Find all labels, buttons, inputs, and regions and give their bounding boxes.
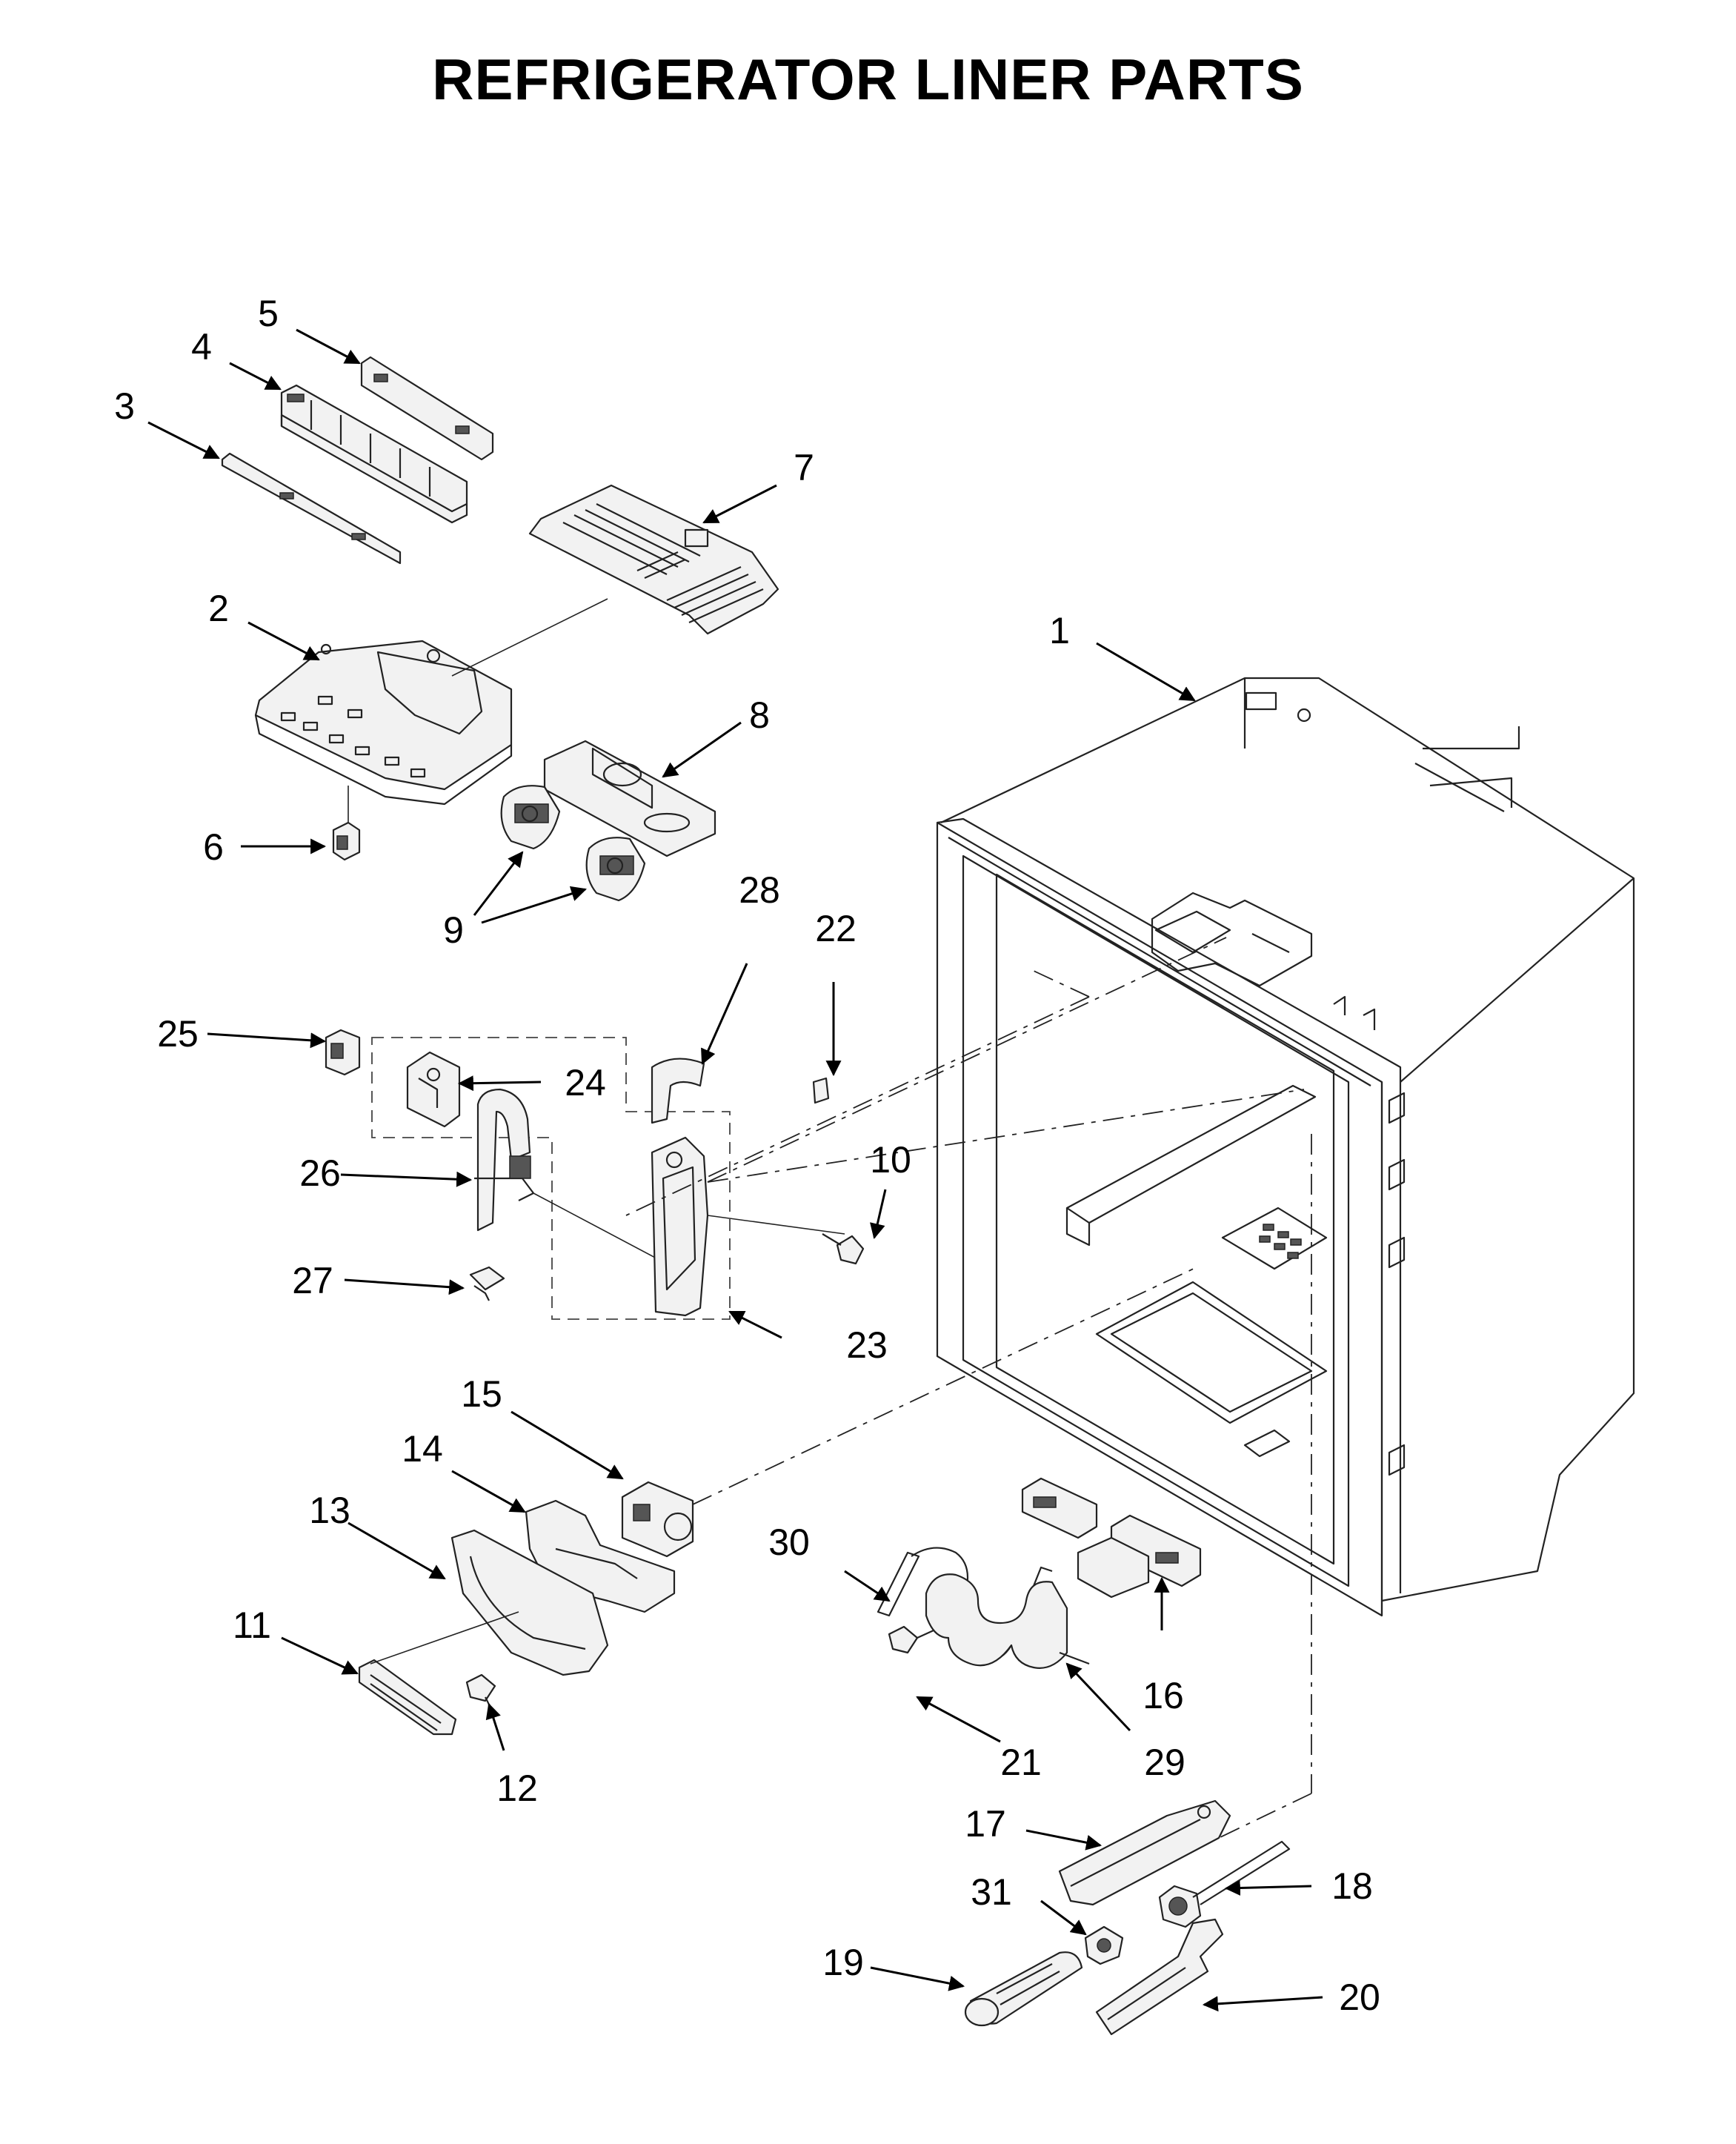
switch-part-6[interactable] (332, 821, 361, 861)
callout-13: 13 (309, 1490, 350, 1531)
callout-17: 17 (965, 1803, 1006, 1845)
cover-part-2[interactable] (254, 640, 513, 806)
water-tube-part-26[interactable] (474, 1088, 660, 1261)
callout-20: 20 (1339, 1977, 1380, 2018)
control-housing-part-4[interactable] (280, 384, 468, 524)
callout-28: 28 (739, 869, 780, 911)
filter-cartridge-part-19[interactable] (964, 1951, 1083, 2027)
bracket-part-24[interactable] (406, 1051, 461, 1128)
callout-25: 25 (157, 1013, 199, 1055)
clip-part-22[interactable] (812, 1077, 830, 1104)
fan-motor-part-9a[interactable] (500, 785, 561, 850)
callout-10: 10 (870, 1139, 911, 1181)
callout-8: 8 (749, 694, 770, 736)
callout-6: 6 (203, 826, 224, 868)
cover-part-20[interactable] (1095, 1918, 1224, 2036)
screw-part-12[interactable] (465, 1673, 496, 1713)
callout-7: 7 (794, 447, 814, 488)
callout-23: 23 (846, 1324, 888, 1366)
alignment-lines (625, 937, 1312, 1839)
seal-part-28[interactable] (651, 1058, 705, 1124)
callout-16: 16 (1143, 1675, 1184, 1716)
page-title: REFRIGERATOR LINER PARTS (432, 47, 1304, 112)
callout-15: 15 (461, 1373, 502, 1415)
callout-26: 26 (299, 1152, 341, 1194)
screw-part-10[interactable] (822, 1233, 865, 1265)
callout-4: 4 (191, 326, 212, 368)
strip-part-3[interactable] (221, 452, 402, 565)
liner-assembly-part[interactable] (936, 677, 1635, 1617)
callout-18: 18 (1331, 1865, 1373, 1907)
callout-labels: 1 2 3 4 5 6 7 8 9 10 11 12 13 14 15 16 1… (114, 293, 1380, 2018)
callout-5: 5 (258, 293, 279, 334)
callout-2: 2 (208, 588, 229, 629)
callout-11: 11 (233, 1604, 271, 1646)
callout-3: 3 (114, 385, 135, 427)
module-part-25[interactable] (325, 1029, 361, 1076)
clip-part-27[interactable] (469, 1266, 505, 1301)
callout-31: 31 (971, 1871, 1012, 1913)
callout-21: 21 (1000, 1742, 1042, 1783)
callout-12: 12 (496, 1768, 538, 1809)
housing-part-23[interactable] (651, 1136, 845, 1317)
callout-24: 24 (565, 1062, 606, 1103)
fitting-part-18[interactable] (1158, 1840, 1291, 1928)
board-part-5[interactable] (360, 356, 494, 461)
callout-29: 29 (1144, 1742, 1185, 1783)
dispenser-switch-part-15[interactable] (621, 1481, 694, 1558)
filter-housing-part-17[interactable] (1058, 1799, 1231, 1906)
tubing-part-29[interactable] (925, 1566, 1090, 1669)
callout-9: 9 (443, 909, 464, 951)
screw-part-21[interactable] (888, 1625, 934, 1654)
adapter-part-31[interactable] (1084, 1925, 1124, 1965)
callout-30: 30 (768, 1521, 810, 1563)
callout-19: 19 (822, 1942, 864, 1983)
fan-motor-part-9b[interactable] (585, 837, 646, 902)
callout-22: 22 (815, 908, 857, 949)
callout-1: 1 (1049, 610, 1070, 651)
callout-27: 27 (292, 1260, 333, 1301)
grille-part-7[interactable] (451, 484, 779, 677)
grille-part-11[interactable] (358, 1611, 519, 1736)
callout-arrows (147, 328, 1323, 2012)
bracket-part-16[interactable] (1021, 1477, 1202, 1599)
callout-14: 14 (402, 1428, 443, 1470)
bezel-part-13[interactable] (450, 1529, 609, 1676)
